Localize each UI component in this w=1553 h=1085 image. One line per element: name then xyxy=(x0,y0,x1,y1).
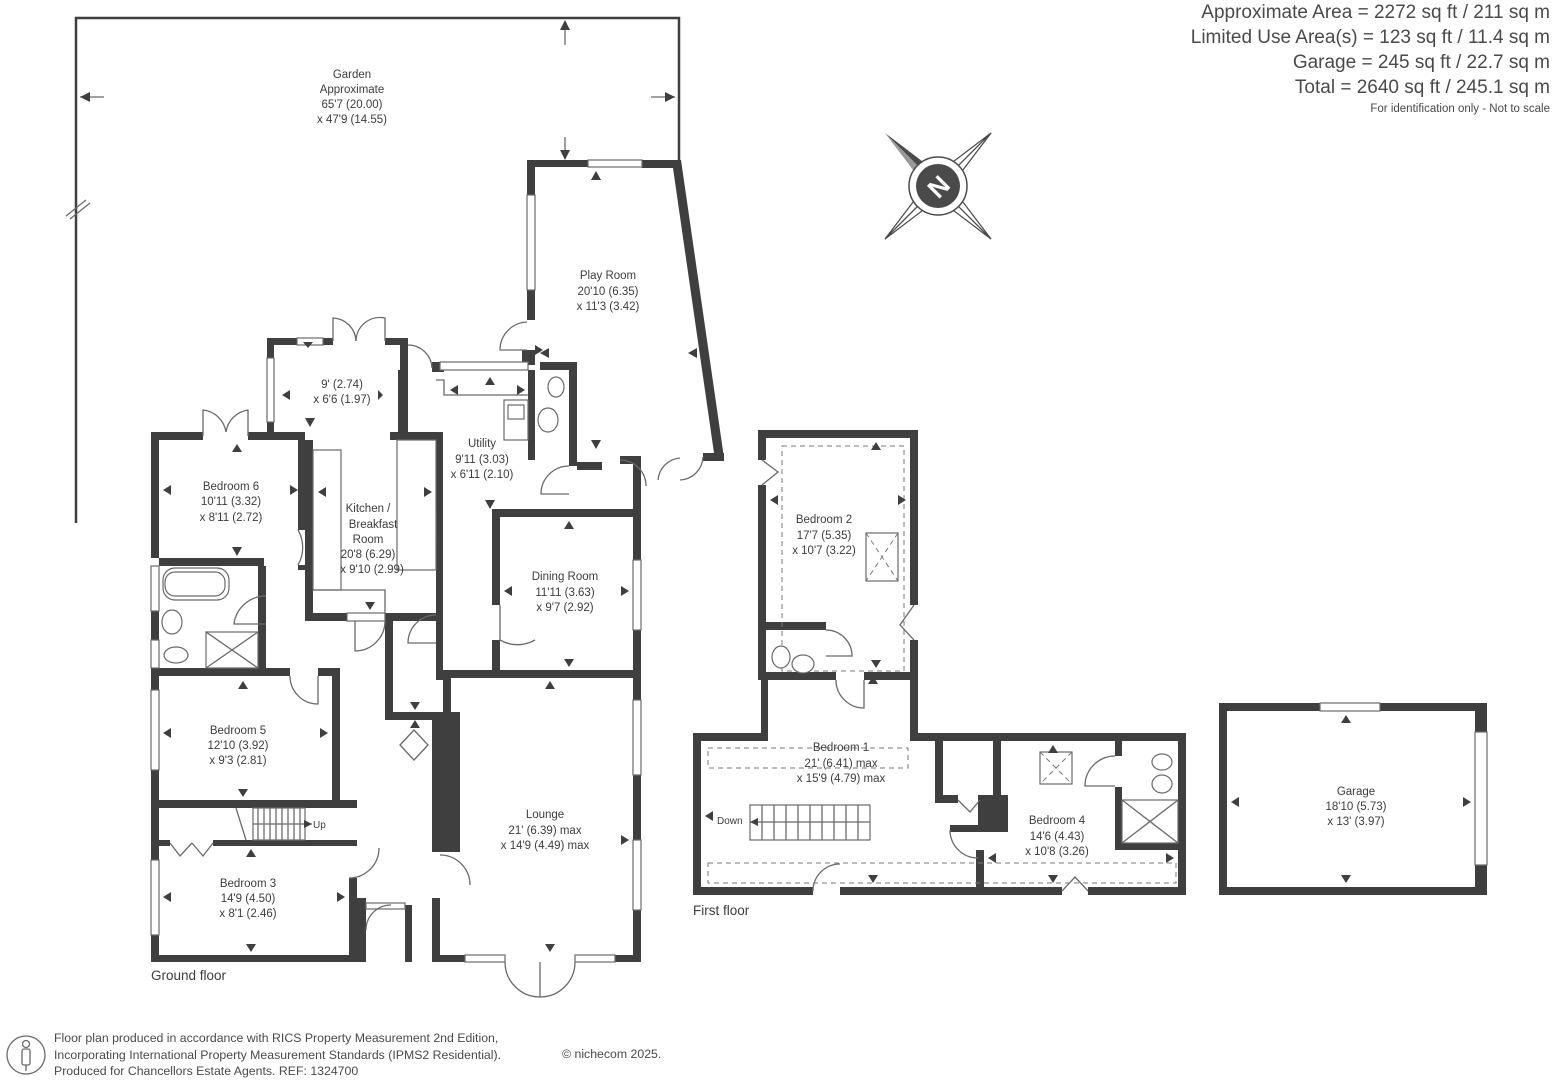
footer-line-2: Incorporating International Property Mea… xyxy=(54,1047,502,1062)
person-icon xyxy=(6,1035,46,1075)
svg-text:10'11 (3.32): 10'11 (3.32) xyxy=(201,496,261,508)
footer-line-3: Produced for Chancellors Estate Agents. … xyxy=(54,1064,359,1078)
svg-text:Garage: Garage xyxy=(1337,786,1375,798)
first-floor-label: First floor xyxy=(693,903,750,918)
svg-text:x 13' (3.97): x 13' (3.97) xyxy=(1327,816,1384,828)
svg-text:17'7 (5.35): 17'7 (5.35) xyxy=(797,530,852,542)
svg-text:Kitchen /: Kitchen / xyxy=(346,503,392,515)
svg-text:18'10 (5.73): 18'10 (5.73) xyxy=(1325,801,1386,813)
garden-label: Garden Approximate 65'7 (20.00) x 47'9 (… xyxy=(317,69,387,126)
bedroom2-label: Bedroom 2 17'7 (5.35) x 10'7 (3.22) xyxy=(792,514,856,557)
svg-text:65'7 (20.00): 65'7 (20.00) xyxy=(321,99,382,111)
first-floor-doors xyxy=(761,459,1116,892)
bedroom3-label: Bedroom 3 14'9 (4.50) x 8'1 (2.46) xyxy=(219,878,276,920)
svg-text:x 15'9 (4.79) max: x 15'9 (4.79) max xyxy=(797,773,886,785)
svg-text:9' (2.74): 9' (2.74) xyxy=(321,379,363,391)
identification-note: For identification only - Not to scale xyxy=(1370,103,1550,115)
first-floor-fixtures xyxy=(707,445,1179,884)
svg-text:Bedroom 6: Bedroom 6 xyxy=(203,481,259,493)
first-floor-walls xyxy=(693,430,1487,895)
svg-text:Utility: Utility xyxy=(468,438,496,450)
ground-floor-fixtures xyxy=(161,376,565,841)
limited-use-area: Limited Use Area(s) = 123 sq ft / 11.4 s… xyxy=(1190,27,1550,48)
svg-text:Breakfast: Breakfast xyxy=(349,519,398,531)
svg-text:x 8'1 (2.46): x 8'1 (2.46) xyxy=(219,908,276,920)
svg-text:20'10 (6.35): 20'10 (6.35) xyxy=(577,286,638,298)
svg-text:Bedroom 5: Bedroom 5 xyxy=(210,725,266,737)
bedroom1-label: Bedroom 1 21' (6.41) max x 15'9 (4.79) m… xyxy=(797,742,886,785)
svg-text:x 6'6 (1.97): x 6'6 (1.97) xyxy=(313,394,370,406)
bedroom4-label: Bedroom 4 14'6 (4.43) x 10'8 (3.26) xyxy=(1025,815,1089,858)
svg-text:12'10 (3.92): 12'10 (3.92) xyxy=(207,740,268,752)
total-area: Total = 2640 sq ft / 245.1 sq m xyxy=(1294,77,1550,98)
svg-text:11'11 (3.63): 11'11 (3.63) xyxy=(535,587,594,599)
svg-text:x 11'3 (3.42): x 11'3 (3.42) xyxy=(577,301,640,313)
utility-label: Utility 9'11 (3.03) x 6'11 (2.10) xyxy=(451,438,514,481)
svg-text:9'11 (3.03): 9'11 (3.03) xyxy=(455,454,509,466)
svg-text:x 47'9 (14.55): x 47'9 (14.55) xyxy=(317,114,387,126)
svg-text:14'9 (4.50): 14'9 (4.50) xyxy=(221,893,276,905)
garage-label: Garage 18'10 (5.73) x 13' (3.97) xyxy=(1325,786,1386,828)
svg-text:x 9'10 (2.99): x 9'10 (2.99) xyxy=(340,564,404,576)
approximate-area: Approximate Area = 2272 sq ft / 211 sq m xyxy=(1201,2,1550,23)
area-summary: Approximate Area = 2272 sq ft / 211 sq m… xyxy=(1191,0,1550,118)
first-floor-windows xyxy=(1319,702,1488,866)
svg-text:Approximate: Approximate xyxy=(320,84,385,96)
compass-icon xyxy=(884,132,992,240)
svg-text:21' (6.41) max: 21' (6.41) max xyxy=(804,758,877,770)
svg-text:Lounge: Lounge xyxy=(526,809,564,821)
ground-floor-doors xyxy=(169,316,704,998)
stairs-up-label: Up xyxy=(313,820,326,831)
bedroom6-label: Bedroom 6 10'11 (3.32) x 8'11 (2.72) xyxy=(200,481,263,524)
svg-text:x 10'8 (3.26): x 10'8 (3.26) xyxy=(1025,846,1089,858)
svg-text:21' (6.39) max: 21' (6.39) max xyxy=(508,825,581,837)
svg-text:Dining Room: Dining Room xyxy=(532,571,598,583)
lounge-label: Lounge 21' (6.39) max x 14'9 (4.49) max xyxy=(501,809,590,852)
svg-text:Bedroom 4: Bedroom 4 xyxy=(1029,815,1086,827)
ground-floor-walls xyxy=(151,160,724,962)
ground-floor-windows xyxy=(150,159,643,963)
dimension-arrows xyxy=(163,171,1471,952)
svg-text:Room: Room xyxy=(353,534,384,546)
svg-text:Garden: Garden xyxy=(333,69,371,81)
footer-text: Floor plan produced in accordance with R… xyxy=(54,1030,501,1080)
svg-text:Bedroom 3: Bedroom 3 xyxy=(220,878,276,890)
hall-area-label: 9' (2.74) x 6'6 (1.97) xyxy=(313,379,370,406)
svg-text:x 9'7 (2.92): x 9'7 (2.92) xyxy=(536,602,593,614)
copyright: © nichecom 2025. xyxy=(562,1047,662,1061)
garage-area: Garage = 245 sq ft / 22.7 sq m xyxy=(1292,52,1550,73)
svg-text:x 10'7 (3.22): x 10'7 (3.22) xyxy=(792,545,856,557)
svg-text:x 14'9 (4.49) max: x 14'9 (4.49) max xyxy=(501,840,590,852)
bedroom5-label: Bedroom 5 12'10 (3.92) x 9'3 (2.81) xyxy=(207,725,268,767)
svg-text:Bedroom 2: Bedroom 2 xyxy=(796,514,852,526)
kitchen-label: Kitchen / Breakfast Room 20'8 (6.29) x 9… xyxy=(340,503,404,576)
play-room-label: Play Room 20'10 (6.35) x 11'3 (3.42) xyxy=(577,270,640,313)
svg-text:14'6 (4.43): 14'6 (4.43) xyxy=(1030,831,1085,843)
svg-text:x 8'11 (2.72): x 8'11 (2.72) xyxy=(200,512,263,524)
stairs-down-label: Down xyxy=(717,816,743,827)
svg-text:Play Room: Play Room xyxy=(580,270,636,282)
svg-text:x 6'11 (2.10): x 6'11 (2.10) xyxy=(451,469,514,481)
footer-line-1: Floor plan produced in accordance with R… xyxy=(54,1031,499,1045)
svg-text:20'8 (6.29): 20'8 (6.29) xyxy=(341,549,396,561)
garden-outline xyxy=(65,16,681,523)
svg-text:Bedroom 1: Bedroom 1 xyxy=(813,742,869,754)
ground-floor-label: Ground floor xyxy=(151,968,227,983)
dining-room-label: Dining Room 11'11 (3.63) x 9'7 (2.92) xyxy=(532,571,598,614)
svg-text:x 9'3 (2.81): x 9'3 (2.81) xyxy=(209,755,266,767)
